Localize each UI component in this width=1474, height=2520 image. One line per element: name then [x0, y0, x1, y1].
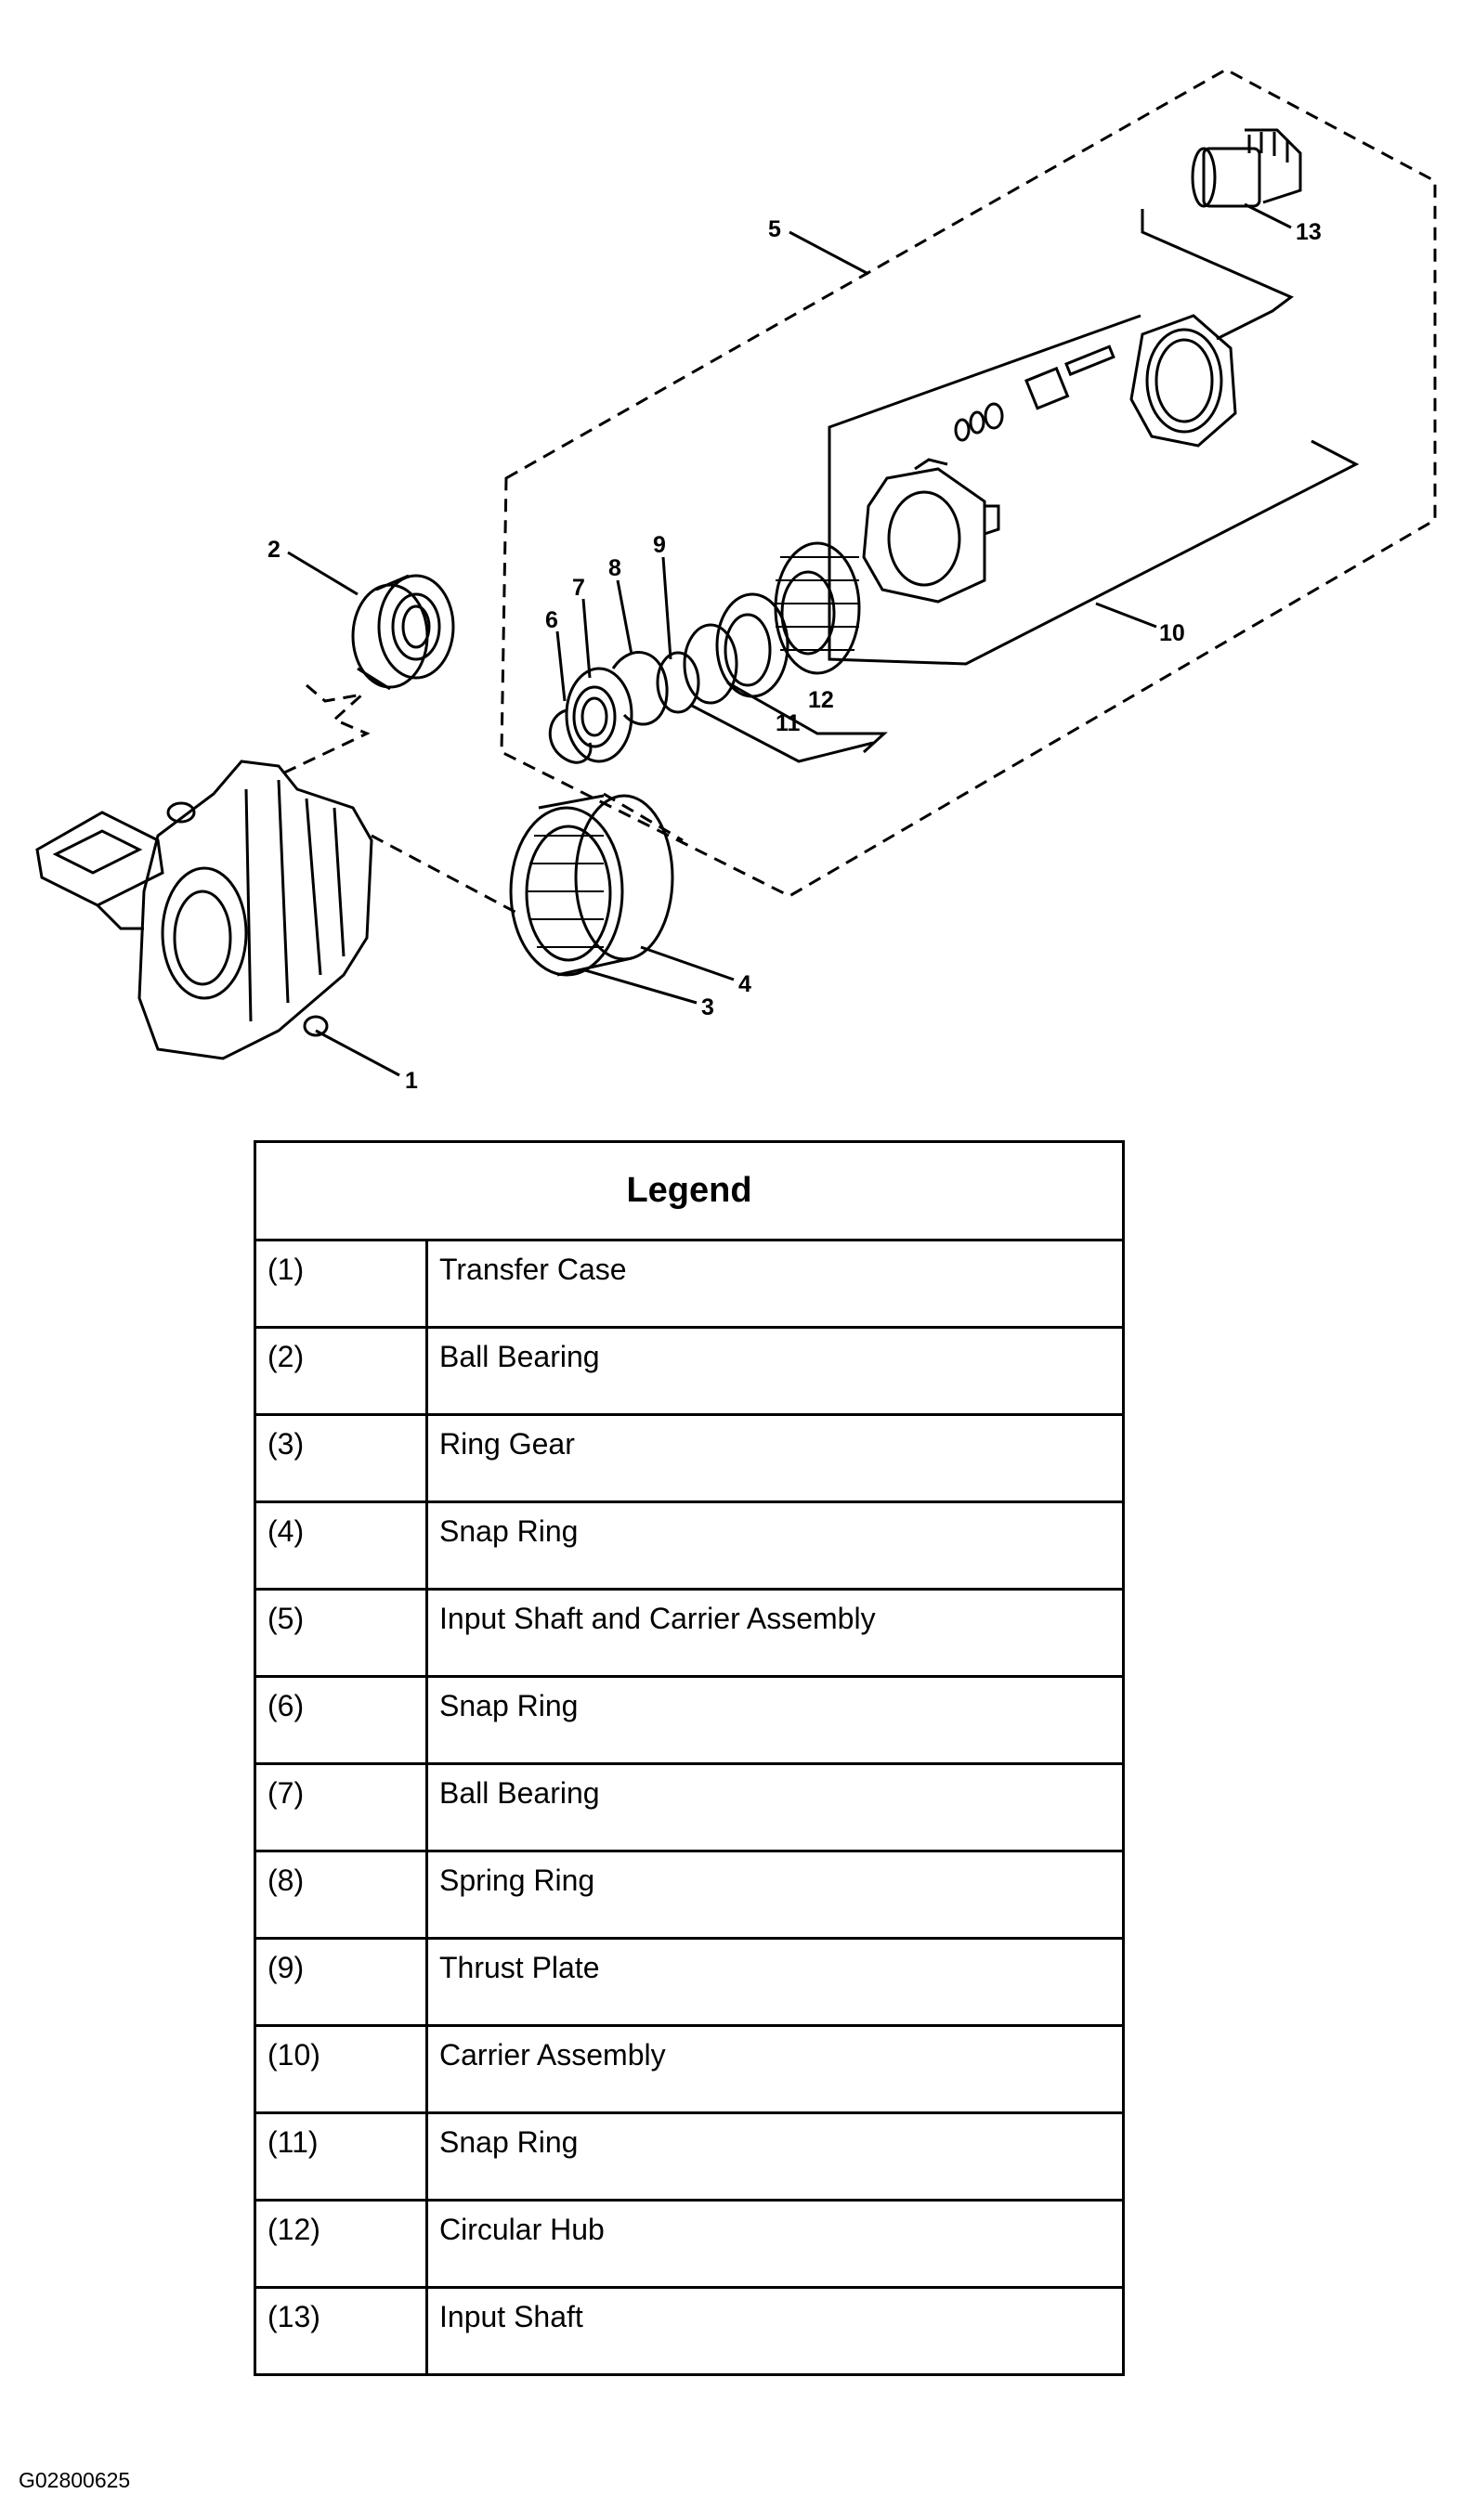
- legend-title: Legend: [254, 1141, 1124, 1241]
- legend-number: (13): [254, 2286, 428, 2375]
- legend-label: Transfer Case: [426, 1239, 1124, 1328]
- callout-7: 7: [572, 575, 585, 601]
- callout-11: 11: [776, 710, 801, 736]
- legend-label: Carrier Assembly: [426, 2024, 1124, 2113]
- legend-label: Snap Ring: [426, 2111, 1124, 2201]
- legend-number: (11): [254, 2111, 428, 2201]
- carrier-plate-part: [1129, 314, 1237, 448]
- legend-row: (11)Snap Ring: [254, 2111, 1124, 2201]
- legend-table: Legend (1)Transfer Case(2)Ball Bearing(3…: [254, 1140, 1125, 2376]
- thrust-plate-part: [656, 651, 700, 714]
- legend-row: (1)Transfer Case: [254, 1239, 1124, 1328]
- legend-label: Ball Bearing: [426, 1762, 1124, 1851]
- legend-number: (4): [254, 1500, 428, 1590]
- carrier-bracket: [828, 314, 1360, 666]
- legend-row: (2)Ball Bearing: [254, 1326, 1124, 1415]
- input-shaft-bracket: [1141, 209, 1294, 341]
- callout-13: 13: [1296, 219, 1322, 245]
- leader-8: [616, 579, 633, 656]
- legend-row: (3)Ring Gear: [254, 1413, 1124, 1502]
- snap-ring-bracket: [691, 704, 874, 763]
- legend-label: Snap Ring: [426, 1675, 1124, 1764]
- carrier-housing-part: [862, 458, 1000, 604]
- leader-2: [287, 551, 359, 596]
- legend-row: (8)Spring Ring: [254, 1850, 1124, 1939]
- legend-label: Input Shaft: [426, 2286, 1124, 2375]
- leader-13: [1244, 202, 1292, 229]
- callout-8: 8: [608, 555, 621, 581]
- legend-number: (12): [254, 2199, 428, 2288]
- snap-ring-11-part: [683, 623, 738, 705]
- bearing-connector: [278, 683, 371, 777]
- ring-gear-assembly-connector: [603, 792, 684, 842]
- leader-5: [789, 230, 869, 276]
- callout-5: 5: [768, 216, 781, 242]
- ring-gear-part: [509, 794, 674, 977]
- callout-2: 2: [267, 537, 280, 563]
- circular-hub-part: [715, 592, 789, 698]
- leader-1: [315, 1029, 400, 1077]
- legend-number: (2): [254, 1326, 428, 1415]
- callout-9: 9: [653, 532, 666, 558]
- leader-9: [661, 556, 672, 660]
- callout-12: 12: [808, 687, 834, 713]
- ring-gear-connector: [371, 834, 521, 916]
- legend-number: (8): [254, 1850, 428, 1939]
- legend-number: (9): [254, 1937, 428, 2026]
- ball-bearing-7-part: [565, 667, 633, 763]
- legend-label: Snap Ring: [426, 1500, 1124, 1590]
- callout-4: 4: [738, 971, 751, 997]
- legend-number: (5): [254, 1588, 428, 1677]
- pinion-parts: [954, 344, 1115, 442]
- transfer-case-part: [35, 760, 373, 1060]
- legend-number: (7): [254, 1762, 428, 1851]
- legend-row: (9)Thrust Plate: [254, 1937, 1124, 2026]
- legend-number: (10): [254, 2024, 428, 2113]
- legend-row: (6)Snap Ring: [254, 1675, 1124, 1764]
- callout-1: 1: [405, 1068, 418, 1094]
- legend-label: Ring Gear: [426, 1413, 1124, 1502]
- leader-3: [584, 968, 698, 1005]
- leader-7: [581, 598, 592, 679]
- legend-number: (1): [254, 1239, 428, 1328]
- legend-row: (4)Snap Ring: [254, 1500, 1124, 1590]
- legend-label: Circular Hub: [426, 2199, 1124, 2288]
- legend-row: (12)Circular Hub: [254, 2199, 1124, 2288]
- legend-label: Ball Bearing: [426, 1326, 1124, 1415]
- legend-label: Input Shaft and Carrier Assembly: [426, 1588, 1124, 1677]
- hub-bracket: [726, 681, 888, 754]
- legend-number: (3): [254, 1413, 428, 1502]
- legend-row: (7)Ball Bearing: [254, 1762, 1124, 1851]
- legend-number: (6): [254, 1675, 428, 1764]
- legend-label: Thrust Plate: [426, 1937, 1124, 2026]
- figure-id: G02800625: [19, 2468, 131, 2492]
- snap-ring-6-part: [548, 708, 593, 764]
- callout-6: 6: [545, 607, 558, 633]
- legend-label: Spring Ring: [426, 1850, 1124, 1939]
- input-shaft-part: [1191, 128, 1302, 208]
- leader-6: [555, 630, 567, 702]
- legend-row: (5)Input Shaft and Carrier Assembly: [254, 1588, 1124, 1677]
- callout-3: 3: [701, 994, 714, 1020]
- leader-10: [1095, 602, 1157, 629]
- legend-row: (13)Input Shaft: [254, 2286, 1124, 2375]
- leader-4: [640, 945, 735, 981]
- exploded-view-diagram: 1 2 3 4 5 6 7 8 9 10 11 12 13: [35, 68, 1437, 1094]
- ball-bearing-2-part: [351, 574, 455, 691]
- legend-row: (10)Carrier Assembly: [254, 2024, 1124, 2113]
- assembly-dashed-boundary: [500, 68, 1437, 898]
- callout-10: 10: [1159, 620, 1185, 646]
